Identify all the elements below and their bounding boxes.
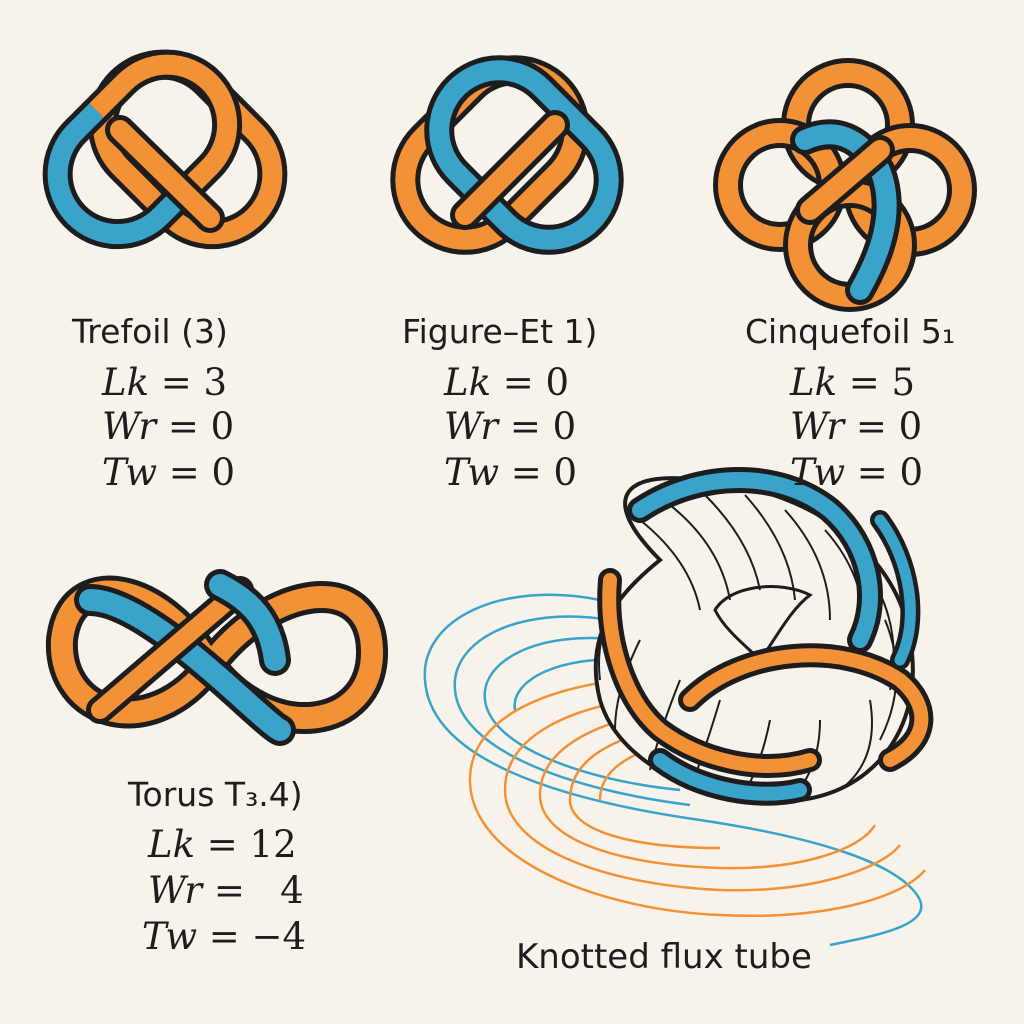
cinquefoil-title: Cinquefoil 5₁ — [745, 312, 956, 351]
figure-eight-title: Figure–Et 1) — [402, 312, 598, 351]
trefoil-title: Trefoil (3) — [72, 312, 228, 351]
trefoil-twist: Tw = 0 — [102, 451, 236, 494]
trefoil-linking-number: Lk = 3 — [102, 361, 228, 404]
flux-tube-caption: Knotted flux tube — [516, 937, 812, 977]
torus-linking-number: Lk = 12 — [148, 823, 297, 866]
torus-title: Torus T₃.4) — [128, 775, 303, 814]
cinquefoil-twist: Tw = 0 — [790, 451, 924, 494]
figure-eight-linking-number: Lk = 0 — [444, 361, 570, 404]
cinquefoil-knot-drawing — [713, 58, 977, 312]
trefoil-knot-drawing — [42, 49, 288, 250]
figure-eight-knot-drawing — [390, 55, 624, 255]
trefoil-writhe: Wr = 0 — [102, 405, 235, 448]
torus-twist: Tw = −4 — [142, 915, 307, 958]
torus-knot-drawing — [45, 569, 389, 746]
figure-eight-twist: Tw = 0 — [444, 451, 578, 494]
cinquefoil-linking-number: Lk = 5 — [790, 361, 916, 404]
torus-writhe: Wr = 4 — [148, 869, 304, 912]
figure-eight-writhe: Wr = 0 — [444, 405, 577, 448]
flux-tube-drawing — [423, 467, 934, 947]
cinquefoil-writhe: Wr = 0 — [790, 405, 923, 448]
